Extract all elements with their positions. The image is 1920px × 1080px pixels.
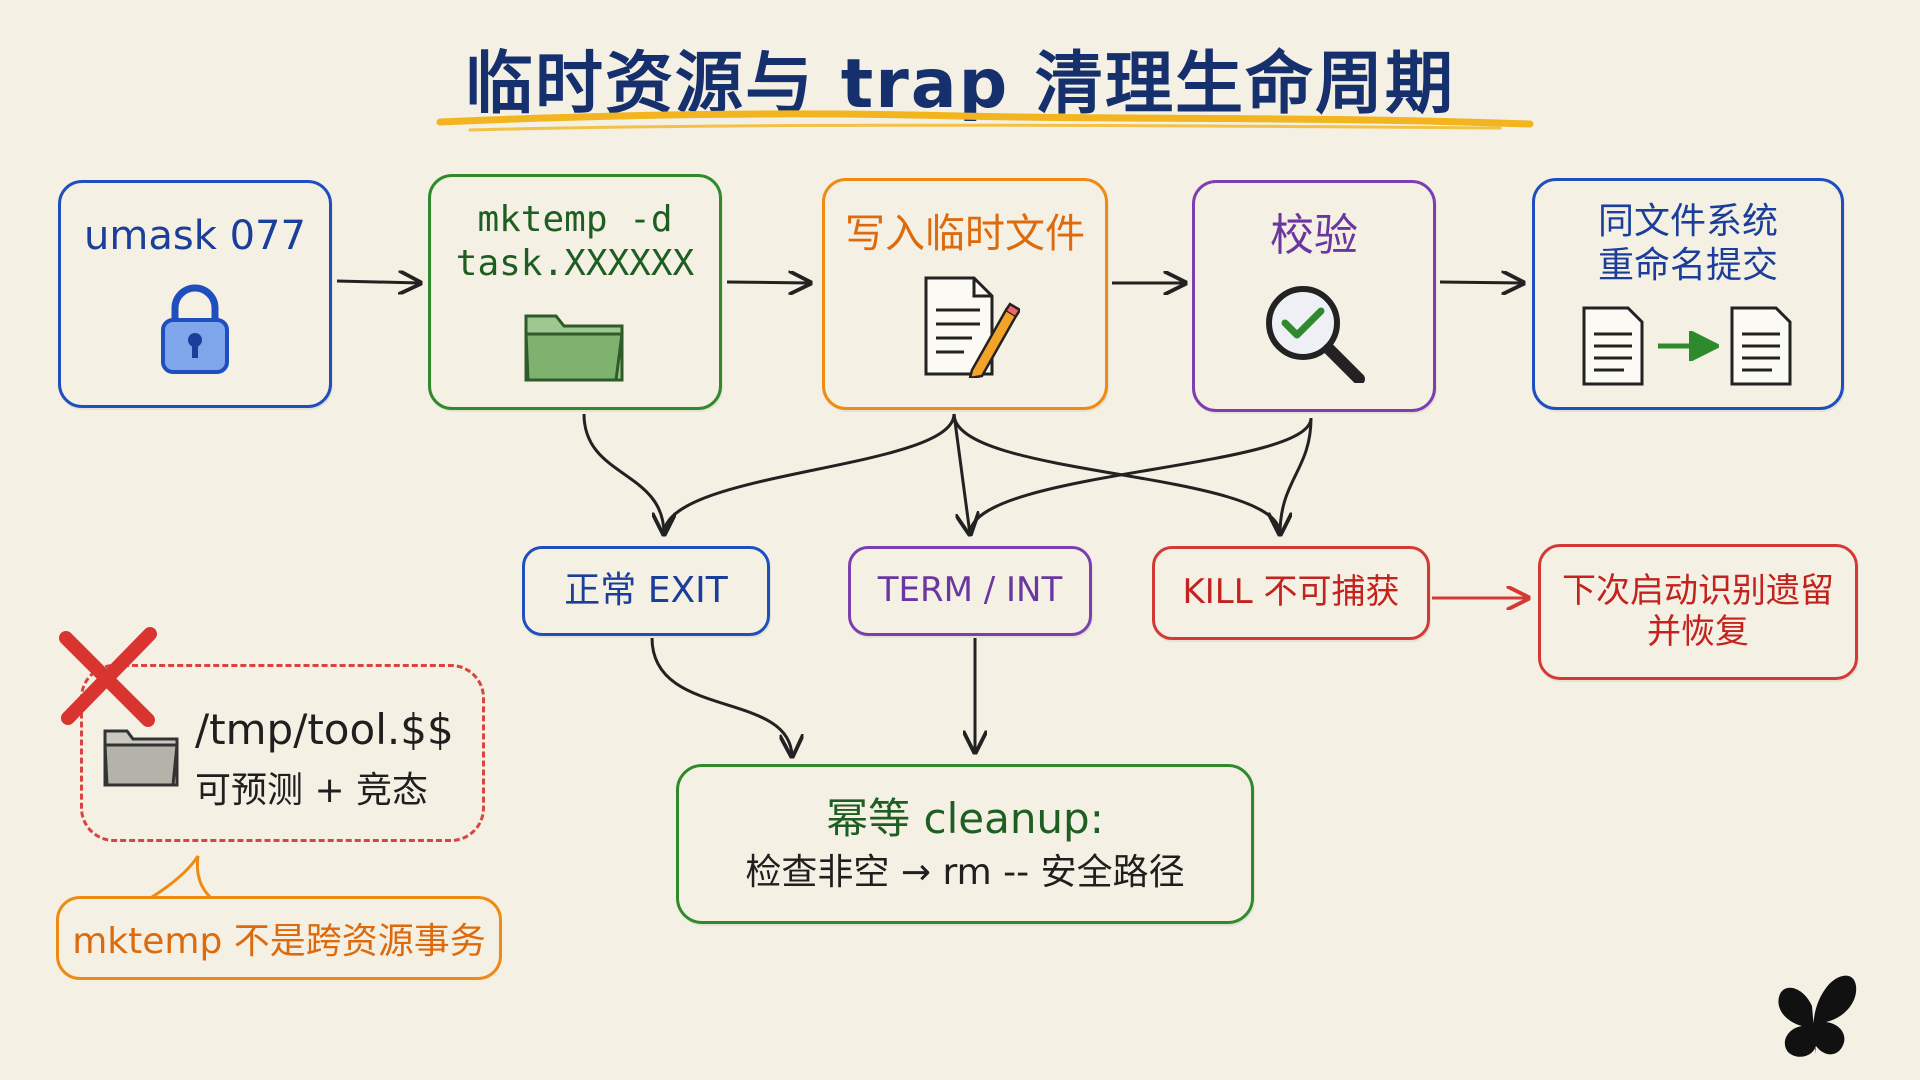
arrow-to-kill bbox=[1280, 417, 1313, 534]
signal-term-label: TERM / INT bbox=[877, 570, 1063, 611]
recovery-label: 下次启动识别遗留 并恢复 bbox=[1562, 570, 1834, 652]
butterfly-icon bbox=[1778, 975, 1857, 1057]
note-box: mktemp 不是跨资源事务 bbox=[56, 896, 502, 980]
arrow-to-term bbox=[952, 413, 970, 534]
arrow-exit-cleanup bbox=[650, 637, 792, 756]
cleanup-box: 幂等 cleanup: 检查非空 → rm -- 安全路径 bbox=[676, 764, 1254, 924]
step-umask-label: umask 077 bbox=[84, 212, 306, 259]
arrow-step2-step3 bbox=[726, 282, 810, 283]
arrow-to-exit bbox=[582, 413, 664, 534]
step-verify: 校验 bbox=[1192, 180, 1436, 412]
step-write-label: 写入临时文件 bbox=[845, 210, 1085, 257]
signal-term-int: TERM / INT bbox=[848, 546, 1092, 636]
magnifier-check-icon bbox=[1266, 285, 1365, 383]
signal-exit: 正常 EXIT bbox=[522, 546, 770, 636]
diagram-title: 临时资源与 trap 清理生命周期 bbox=[465, 45, 1455, 124]
file-rename-icon bbox=[1582, 306, 1792, 386]
folder-icon bbox=[103, 729, 179, 787]
arrow-step4-step5 bbox=[1439, 282, 1523, 283]
cleanup-detail: 检查非空 → rm -- 安全路径 bbox=[745, 851, 1185, 893]
anti-pattern-path: /tmp/tool.$$ bbox=[195, 705, 454, 754]
step-umask: umask 077 bbox=[58, 180, 332, 408]
title-underline bbox=[436, 110, 1534, 132]
signal-exit-label: 正常 EXIT bbox=[564, 570, 728, 612]
step-verify-label: 校验 bbox=[1270, 210, 1358, 262]
padlock-icon bbox=[161, 284, 229, 375]
document-pencil-icon bbox=[924, 276, 1020, 379]
step-rename-commit: 同文件系统 重命名提交 bbox=[1532, 178, 1844, 410]
step-rename-label: 同文件系统 重命名提交 bbox=[1597, 201, 1778, 286]
anti-pattern-desc: 可预测 + 竞态 bbox=[195, 770, 429, 811]
signal-kill: KILL 不可捕获 bbox=[1152, 546, 1430, 640]
note-label: mktemp 不是跨资源事务 bbox=[72, 921, 486, 962]
anti-pattern-callout: /tmp/tool.$$ 可预测 + 竞态 bbox=[80, 664, 485, 842]
recovery-box: 下次启动识别遗留 并恢复 bbox=[1538, 544, 1858, 680]
red-x-icon bbox=[59, 627, 157, 727]
step-mktemp-label: mktemp -d task.XXXXXX bbox=[455, 199, 695, 284]
signal-kill-label: KILL 不可捕获 bbox=[1182, 572, 1400, 613]
step-mktemp: mktemp -d task.XXXXXX bbox=[428, 174, 722, 410]
cleanup-title: 幂等 cleanup: bbox=[826, 794, 1104, 844]
step-write-temp: 写入临时文件 bbox=[822, 178, 1108, 410]
arrow-step1-step2 bbox=[336, 281, 420, 283]
folder-icon bbox=[524, 314, 624, 382]
